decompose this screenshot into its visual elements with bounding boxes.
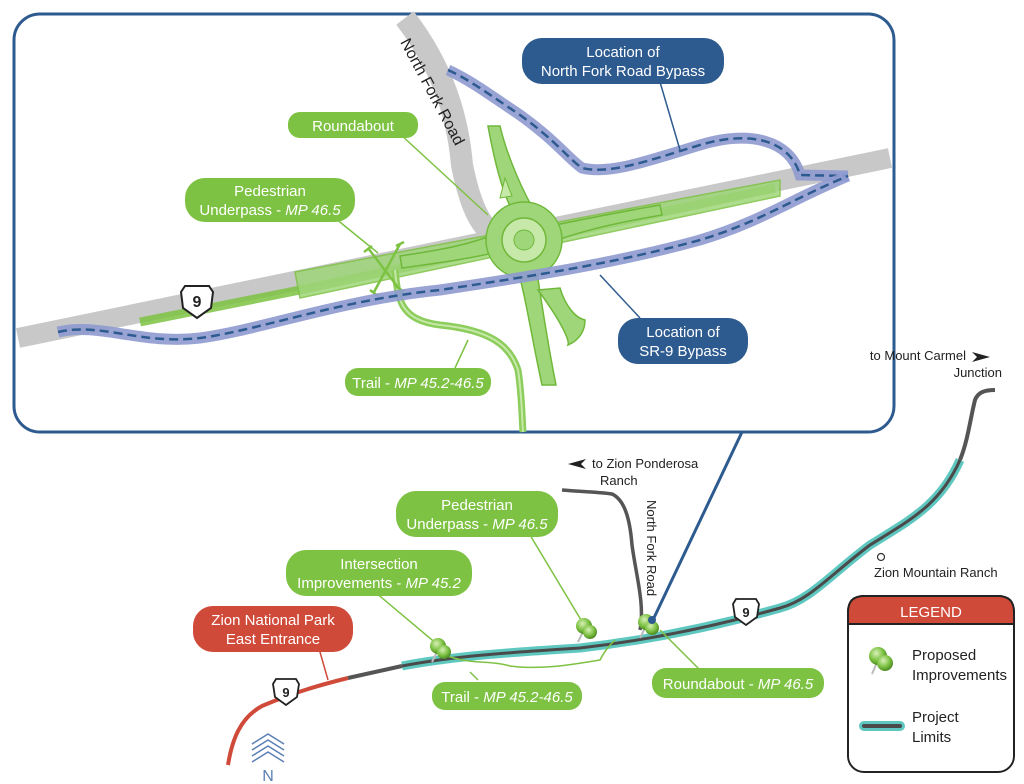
svg-text:Zion National Park: Zion National Park [211,612,335,629]
svg-text:Underpass - MP 46.5: Underpass - MP 46.5 [199,202,341,219]
north-label: N [262,768,274,784]
inset-route-shield: 9 [179,285,215,320]
svg-text:Trail - MP 45.2-46.5: Trail - MP 45.2-46.5 [352,375,484,392]
label-overview-entrance: Zion National Park East Entrance [193,606,353,652]
svg-text:Junction: Junction [954,365,1002,380]
mountain-ranch-marker [876,552,886,562]
roundabout-center [513,229,535,251]
svg-text:Trail - MP 45.2-46.5: Trail - MP 45.2-46.5 [441,689,573,706]
overview-shield-west: 9 [272,678,300,707]
north-fork-road [396,11,500,244]
svg-text:9: 9 [282,685,289,700]
overview-north-fork-road [561,488,644,631]
svg-text:Improvements: Improvements [912,667,1007,684]
svg-text:Pedestrian: Pedestrian [234,183,306,200]
overview-trail [444,639,616,669]
svg-text:North Fork Road Bypass: North Fork Road Bypass [541,63,705,80]
inset-panel: 9 North Fork Road Location of North Fork… [12,11,896,434]
north-arrow [251,733,285,763]
pedestrian-underpass-marker [363,240,405,297]
label-pedestrian-underpass: Pedestrian Underpass - MP 46.5 [185,178,355,222]
label-overview-roundabout: Roundabout - MP 46.5 [652,668,824,698]
pin-intersection [430,638,451,663]
legend-pin-icon [869,647,893,675]
svg-text:9: 9 [742,605,749,620]
svg-text:Roundabout: Roundabout [312,118,395,135]
svg-text:to Mount Carmel: to Mount Carmel [870,348,966,363]
pin-pedestrian [576,618,597,643]
svg-text:Location of: Location of [586,44,660,61]
svg-text:Ranch: Ranch [600,473,638,488]
mountain-ranch-label: Zion Mountain Ranch [874,565,998,580]
label-sr9-bypass: Location of SR-9 Bypass [618,318,748,364]
legend-limits-label: Project [912,709,960,726]
overview-shield-east: 9 [732,598,760,627]
legend: LEGEND Proposed Improvements Project Lim… [847,595,1015,773]
label-overview-intersection: Intersection Improvements - MP 45.2 [286,550,472,596]
svg-text:SR-9 Bypass: SR-9 Bypass [639,343,727,360]
label-overview-trail: Trail - MP 45.2-46.5 [432,682,582,710]
inset-connector [650,431,744,623]
route-entrance-segment [226,676,349,766]
svg-text:East Entrance: East Entrance [226,631,320,648]
svg-text:Pedestrian: Pedestrian [441,497,513,514]
svg-text:Intersection: Intersection [340,556,418,573]
label-roundabout: Roundabout [288,112,418,138]
label-inset-trail: Trail - MP 45.2-46.5 [345,368,491,396]
svg-text:Roundabout - MP 46.5: Roundabout - MP 46.5 [663,676,814,693]
svg-text:Limits: Limits [912,729,951,746]
svg-text:Improvements - MP 45.2: Improvements - MP 45.2 [297,575,461,592]
svg-text:Location of: Location of [646,324,720,341]
svg-text:Underpass - MP 46.5: Underpass - MP 46.5 [406,516,548,533]
label-north-fork-bypass: Location of North Fork Road Bypass [522,38,724,84]
label-mount-carmel: to Mount Carmel Junction [870,348,1002,380]
label-ponderosa: to Zion Ponderosa Ranch [568,456,699,488]
legend-title: LEGEND [900,604,962,621]
overview-map: North Fork Road [193,348,1002,784]
inset-shield-number: 9 [193,294,202,311]
legend-proposed-label: Proposed [912,647,976,664]
svg-text:to Zion Ponderosa: to Zion Ponderosa [592,456,699,471]
label-overview-pedestrian: Pedestrian Underpass - MP 46.5 [396,491,558,537]
overview-north-fork-label: North Fork Road [644,500,659,596]
